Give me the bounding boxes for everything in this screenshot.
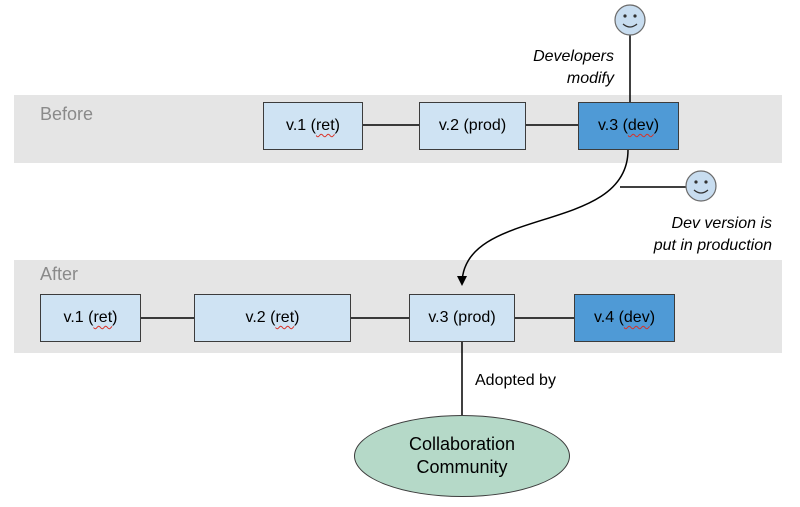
box-label-suffix: ) [294, 309, 300, 326]
developer-smiley-icon [614, 4, 646, 36]
note-line: Dev version is [671, 215, 772, 232]
before-v3-dev-box: v.3 (dev) [578, 102, 679, 150]
community-line: Community [416, 457, 508, 477]
adopted-by-label: Adopted by [475, 372, 556, 389]
after-v1-ret-box: v.1 (ret) [40, 294, 141, 342]
before-v2-prod-box: v.2 (prod) [419, 102, 526, 150]
box-label: v.2 (prod) [438, 117, 507, 134]
box-label-suffix: ) [649, 309, 656, 326]
promotion-arrow [457, 149, 629, 286]
box-label-word: ret [275, 309, 295, 326]
dev-version-note: Dev version is put in production [654, 213, 772, 257]
box-label-suffix: ) [653, 117, 660, 134]
collaboration-community-ellipse: Collaboration Community [354, 415, 570, 497]
note-line: modify [566, 70, 614, 87]
note-line: Developers [533, 48, 614, 65]
box-label-prefix: v.1 ( [286, 117, 316, 134]
community-line: Collaboration [408, 434, 516, 454]
box-label-word: ret [315, 117, 335, 134]
box-label-suffix: ) [334, 117, 340, 134]
box-label-word: dev [627, 117, 654, 134]
after-v3-prod-box: v.3 (prod) [409, 294, 515, 342]
box-label-word: ret [93, 309, 113, 326]
box-label: v.3 (prod) [428, 309, 496, 326]
before-label: Before [40, 104, 94, 124]
after-v2-ret-box: v.2 (ret) [194, 294, 351, 342]
reviewer-smiley-icon [685, 170, 717, 202]
box-label-prefix: v.4 ( [593, 309, 624, 326]
box-label-suffix: ) [112, 309, 118, 326]
note-line: put in production [653, 237, 772, 254]
before-v1-ret-box: v.1 (ret) [263, 102, 363, 150]
after-v4-dev-box: v.4 (dev) [574, 294, 675, 342]
box-label-prefix: v.3 ( [597, 117, 628, 134]
box-label-word: dev [623, 309, 650, 326]
after-label: After [40, 264, 79, 284]
box-label-prefix: v.2 ( [245, 309, 276, 326]
box-label-prefix: v.1 ( [63, 309, 94, 326]
developers-modify-note: Developers modify [533, 46, 614, 90]
